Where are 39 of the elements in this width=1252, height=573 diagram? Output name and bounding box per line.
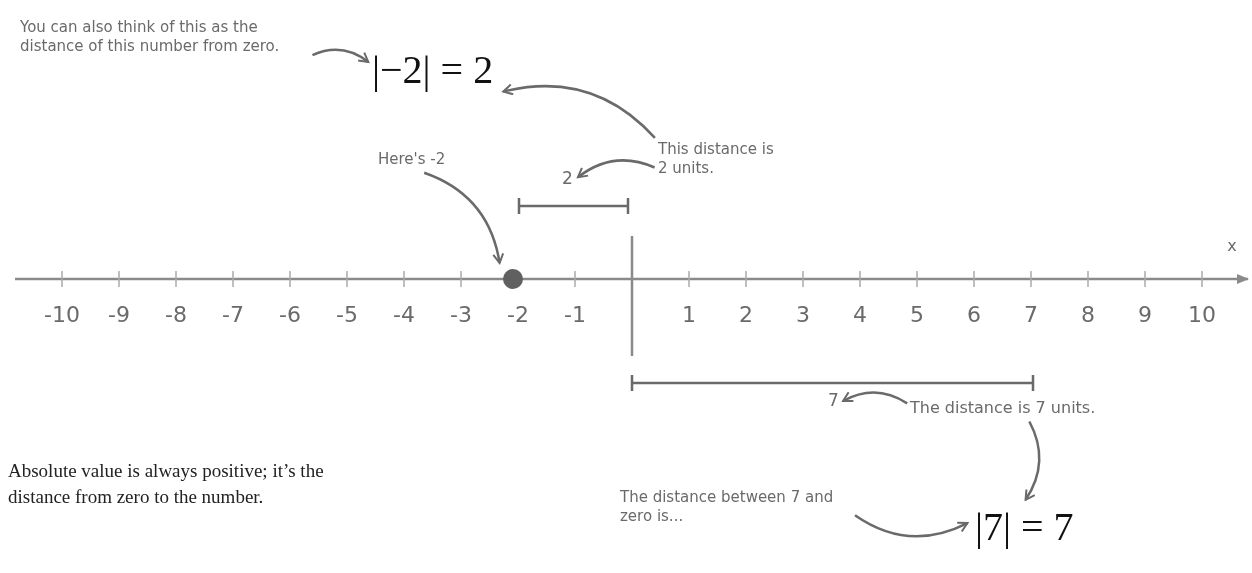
arrow (854, 514, 969, 538)
tick-label: -9 (108, 302, 130, 327)
annotation-note: 7 (828, 390, 839, 412)
tick-label: 6 (967, 302, 981, 327)
arrow (502, 83, 656, 139)
arrow (576, 159, 656, 179)
arrow (1024, 420, 1041, 501)
point-dot (503, 269, 523, 289)
body-text: Absolute value is always positive; it’s the distance from zero to the number. (8, 459, 325, 509)
arrow (312, 48, 370, 64)
tick-label: 5 (910, 302, 924, 327)
tick-label: -2 (507, 302, 529, 327)
tick-label: 4 (853, 302, 867, 327)
tick-label: 3 (796, 302, 810, 327)
axis-label: x (1227, 236, 1237, 255)
tick-label: 2 (739, 302, 753, 327)
tick-label: -10 (44, 302, 80, 327)
arrow (842, 391, 908, 405)
tick-label: -7 (222, 302, 244, 327)
tick-label: -6 (279, 302, 301, 327)
annotation-note: You can also think of this as the distance of this number from zero. (20, 18, 310, 56)
equation: |−2| = 2 (372, 48, 494, 92)
tick-label: -3 (450, 302, 472, 327)
annotation-note: This distance is 2 units. (658, 140, 788, 178)
annotation-note: The distance is 7 units. (910, 398, 1150, 418)
annotation-note: 2 (562, 168, 573, 190)
tick-label: 9 (1138, 302, 1152, 327)
tick-label: 7 (1024, 302, 1038, 327)
tick-label: -1 (564, 302, 586, 327)
tick-label: -4 (393, 302, 415, 327)
tick-label: 10 (1188, 302, 1216, 327)
annotation-note: Here's -2 (378, 150, 448, 169)
annotation-note: The distance between 7 and zero is... (620, 488, 850, 526)
tick-label: 1 (682, 302, 696, 327)
arrow (423, 171, 504, 264)
tick-label: -8 (165, 302, 187, 327)
equation: |7| = 7 (975, 505, 1074, 549)
tick-label: 8 (1081, 302, 1095, 327)
tick-label: -5 (336, 302, 358, 327)
